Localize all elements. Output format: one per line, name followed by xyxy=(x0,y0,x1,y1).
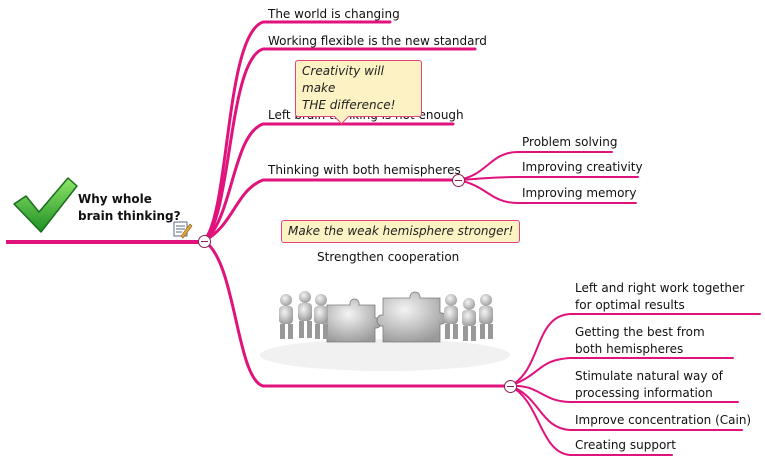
sub-label-stimulate[interactable]: Stimulate natural way of processing info… xyxy=(575,369,723,400)
branch-label-world-changing[interactable]: The world is changing xyxy=(268,7,400,21)
callout-weak-hemisphere: Make the weak hemisphere stronger! xyxy=(281,220,521,243)
branch-connector-3 xyxy=(202,122,455,243)
sub-connector-6-1 xyxy=(509,313,761,387)
puzzle-people-illustration xyxy=(260,291,510,371)
branch-connector-1 xyxy=(202,20,392,243)
sub-connector-4-2 xyxy=(457,176,639,181)
branch-4-collapse-toggle[interactable] xyxy=(452,174,465,187)
sub-label-improving-creativity[interactable]: Improving creativity xyxy=(522,160,643,174)
checkmark-icon xyxy=(13,177,78,233)
sub-label-creating-support[interactable]: Creating support xyxy=(575,438,676,452)
branch-connector-2 xyxy=(202,47,477,243)
branch-6-collapse-toggle[interactable] xyxy=(504,380,517,393)
branch-connector-4 xyxy=(202,178,460,243)
sub-label-improving-memory[interactable]: Improving memory xyxy=(522,186,637,200)
callout-creativity: Creativity will make THE difference! xyxy=(295,60,422,125)
branch-label-strengthen-cooperation[interactable]: Strengthen cooperation xyxy=(317,250,460,264)
root-collapse-toggle[interactable] xyxy=(198,235,211,248)
sub-connector-6-3 xyxy=(509,384,739,403)
sub-connector-4-1 xyxy=(457,151,613,181)
sub-label-left-right-together[interactable]: Left and right work together for optimal… xyxy=(575,281,745,312)
sub-label-concentration[interactable]: Improve concentration (Cain) xyxy=(575,413,752,427)
sub-connector-4-3 xyxy=(457,179,637,204)
sub-connector-6-4 xyxy=(509,385,743,431)
sub-label-problem-solving[interactable]: Problem solving xyxy=(522,135,618,149)
note-icon[interactable] xyxy=(173,221,193,239)
branch-label-both-hemispheres[interactable]: Thinking with both hemispheres xyxy=(268,163,461,177)
branch-label-working-flexible[interactable]: Working flexible is the new standard xyxy=(268,34,487,48)
root-topic-label[interactable]: Why whole brain thinking? xyxy=(78,192,181,223)
sub-connector-6-2 xyxy=(509,357,734,387)
sub-connector-6-5 xyxy=(509,385,673,456)
branch-connector-6 xyxy=(202,239,512,388)
sub-label-best-both[interactable]: Getting the best from both hemispheres xyxy=(575,325,705,356)
callout-creativity-text: Creativity will make THE difference! xyxy=(302,64,396,112)
callout-weak-hemisphere-text: Make the weak hemisphere stronger! xyxy=(288,224,514,238)
